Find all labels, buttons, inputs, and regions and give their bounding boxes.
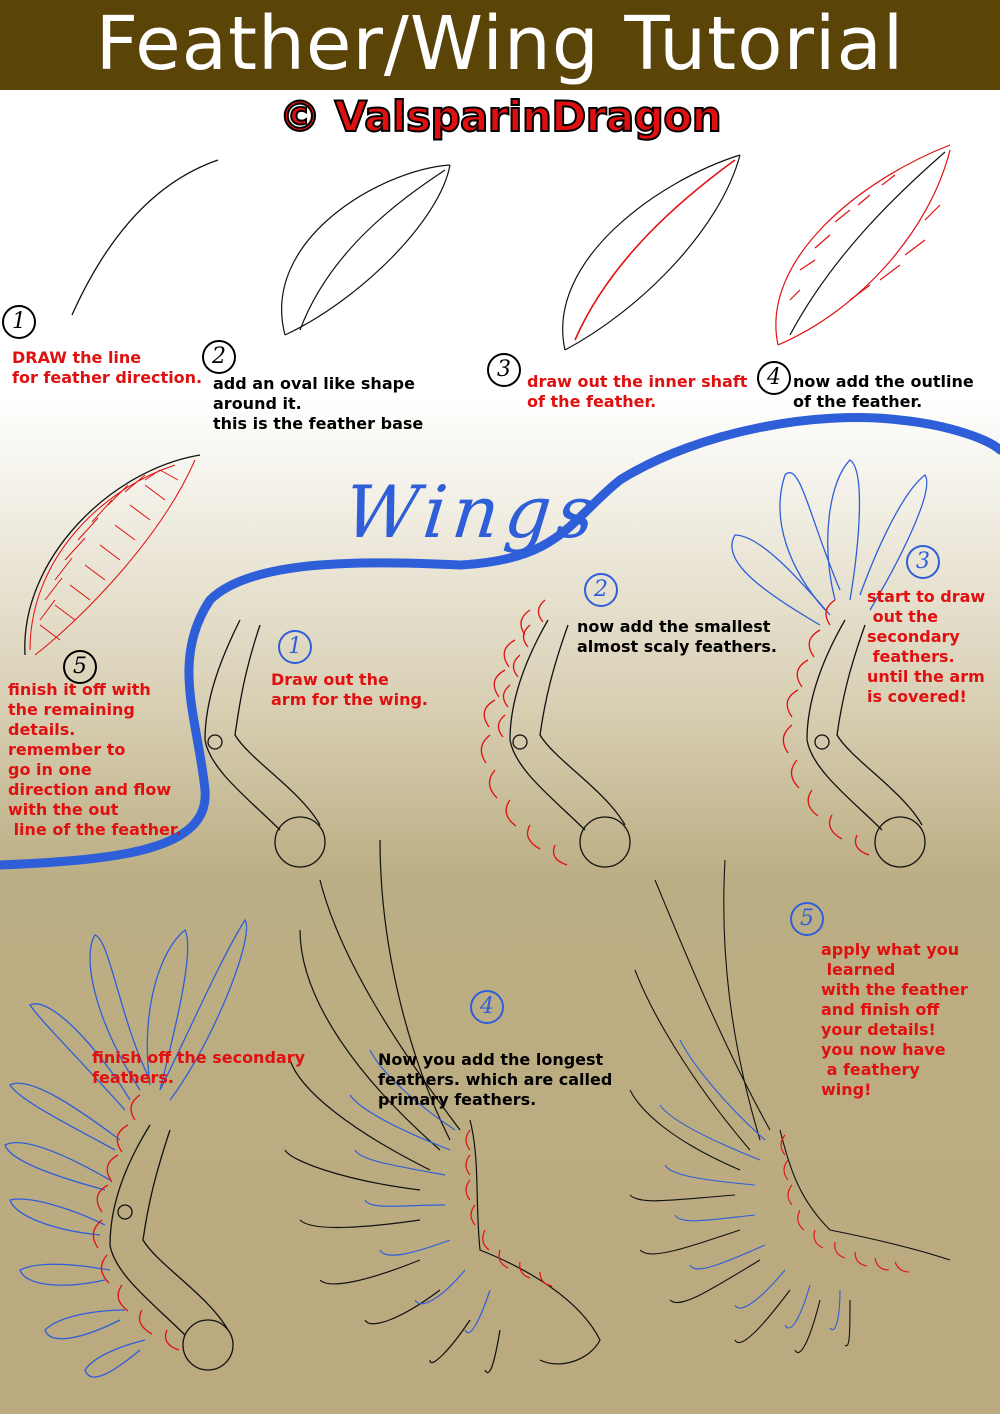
title-bar: [0, 0, 1000, 90]
wing-step1-number: 1: [278, 630, 312, 664]
feather-step4-number: 4: [757, 361, 791, 395]
feather-step3-number: 3: [487, 353, 521, 387]
wing-step3-number: 3: [906, 545, 940, 579]
feather-step4-text: now add the outline of the feather.: [793, 372, 974, 411]
wing-step4-text: Now you add the longest feathers. which …: [378, 1050, 613, 1109]
copyright-credit: © ValsparinDragon: [278, 91, 723, 142]
wing-step2-arm: [480, 599, 631, 868]
feather-step1-number: 1: [2, 305, 36, 339]
wing-secondary-finish: [4, 918, 248, 1378]
feather-step5-sketch: [24, 454, 201, 656]
page-title: Feather/Wing Tutorial: [95, 1, 905, 87]
feather-step5-number: 5: [63, 650, 97, 684]
wing-step2-text: now add the smallest almost scaly feathe…: [577, 617, 777, 656]
feather-step3-sketch: [562, 154, 741, 351]
wings-section-heading: Wings: [340, 470, 605, 554]
wing-secondary-text: finish off the secondary feathers.: [92, 1048, 306, 1087]
wing-step4-number: 4: [470, 990, 504, 1024]
feather-step2-sketch: [281, 164, 451, 336]
feather-step1-sketch: [71, 159, 219, 316]
wing-step1-text: Draw out the arm for the wing.: [271, 670, 428, 709]
wing-step5-sketch: [629, 859, 951, 1353]
wing-step5-number: 5: [790, 902, 824, 936]
feather-step2-text: add an oval like shape around it. this i…: [213, 374, 424, 433]
wing-step3-text: start to draw out the secondary feathers…: [867, 587, 986, 706]
wing-step5-text: apply what you learned with the feather …: [821, 940, 968, 1099]
wing-step2-number: 2: [584, 573, 618, 607]
feather-step5-text: finish it off with the remaining details…: [8, 680, 182, 839]
wing-step3-arm: [731, 459, 928, 868]
section-divider-line: [0, 413, 1000, 870]
wing-step4-sketch: [284, 839, 601, 1373]
feather-step4-sketch: [775, 144, 951, 346]
feather-step1-text: DRAW the line for feather direction.: [12, 348, 203, 387]
feather-step2-number: 2: [202, 340, 236, 374]
wing-step1-arm: [204, 619, 326, 868]
feather-step3-text: draw out the inner shaft of the feather.: [527, 372, 748, 411]
